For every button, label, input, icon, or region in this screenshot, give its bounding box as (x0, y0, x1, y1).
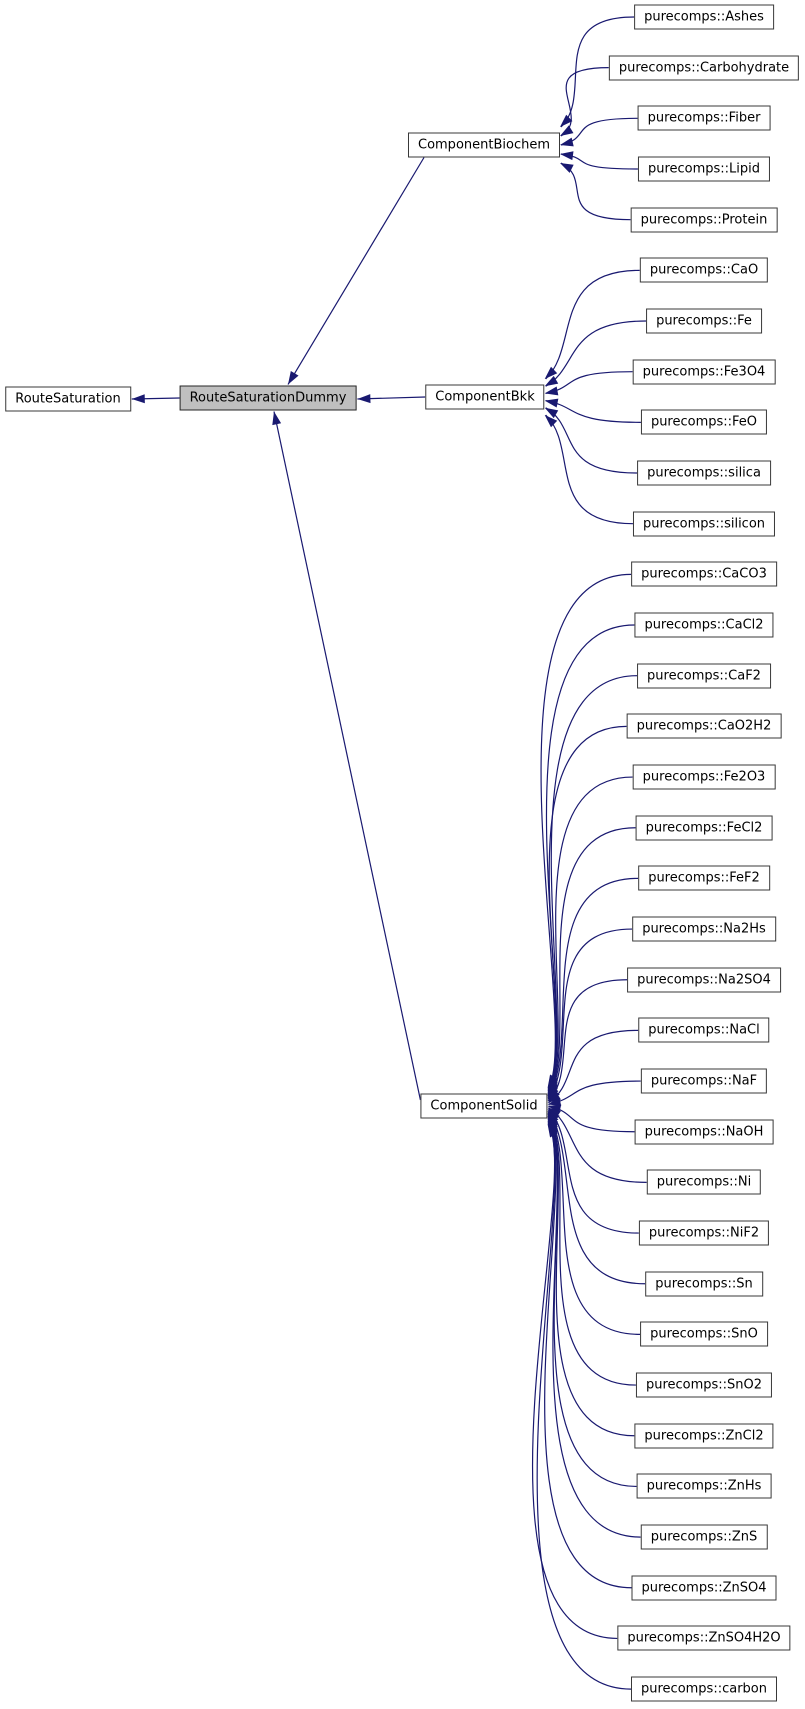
inheritance-arrowhead (544, 407, 559, 419)
class-node-bkk[interactable]: ComponentBkk (425, 384, 545, 410)
inheritance-edge (545, 414, 633, 525)
inheritance-arrowhead (560, 151, 574, 161)
class-node[interactable]: purecomps::ZnSO4 (631, 1575, 777, 1601)
class-node[interactable]: purecomps::NaCl (638, 1017, 770, 1043)
inheritance-arrowhead (288, 371, 299, 385)
inheritance-edge (548, 1112, 641, 1336)
class-node[interactable]: purecomps::ZnS (640, 1524, 768, 1550)
class-node[interactable]: purecomps::SnO2 (635, 1372, 773, 1398)
class-node[interactable]: purecomps::CaCO3 (631, 561, 777, 587)
inheritance-arrowhead (544, 415, 558, 428)
inheritance-arrowhead (544, 386, 559, 396)
class-node[interactable]: purecomps::NiF2 (638, 1220, 770, 1246)
class-node[interactable]: purecomps::NaOH (634, 1119, 774, 1145)
class-node[interactable]: purecomps::ZnCl2 (634, 1423, 774, 1449)
class-node[interactable]: purecomps::silicon (632, 511, 776, 537)
inheritance-edge (273, 411, 422, 1101)
class-node[interactable]: purecomps::CaF2 (637, 663, 771, 689)
class-node[interactable]: purecomps::Na2Hs (632, 916, 776, 942)
class-node[interactable]: purecomps::Fe (646, 308, 762, 334)
class-node[interactable]: purecomps::carbon (630, 1676, 778, 1702)
inheritance-arrowhead (544, 375, 559, 387)
class-node[interactable]: purecomps::ZnHs (636, 1473, 772, 1499)
inheritance-arrowhead (560, 163, 574, 173)
class-node[interactable]: purecomps::Protein (630, 207, 778, 233)
inheritance-edge (548, 1107, 647, 1184)
class-node[interactable]: purecomps::CaCl2 (634, 612, 774, 638)
inheritance-arrowhead (560, 114, 573, 127)
class-node-routesaturationdummy-selected: RouteSaturationDummy (179, 385, 357, 411)
inheritance-edge (545, 624, 635, 1090)
inheritance-edge (545, 269, 640, 380)
inheritance-edge (545, 407, 638, 474)
inheritance-arrowhead (547, 1097, 562, 1107)
class-node[interactable]: purecomps::NaF (640, 1068, 768, 1094)
inheritance-edge (287, 157, 425, 385)
inheritance-arrowhead (544, 398, 559, 408)
class-node[interactable]: purecomps::CaO2H2 (626, 713, 782, 739)
inheritance-edge (544, 1120, 632, 1589)
inheritance-edge (548, 1029, 639, 1104)
class-node[interactable]: purecomps::SnO (640, 1321, 768, 1347)
class-node[interactable]: purecomps::CaO (639, 257, 769, 283)
class-node[interactable]: purecomps::ZnSO4H2O (617, 1625, 791, 1651)
inheritance-edge (548, 928, 633, 1100)
class-node[interactable]: purecomps::Na2SO4 (627, 967, 781, 993)
class-node[interactable]: purecomps::FeCl2 (635, 815, 773, 841)
inheritance-edge (548, 1118, 641, 1538)
inheritance-edge (548, 1113, 636, 1386)
inheritance-arrowhead (357, 394, 371, 404)
class-node[interactable]: purecomps::Lipid (637, 156, 771, 182)
inheritance-arrowhead (544, 366, 558, 379)
inheritance-arrowhead (131, 394, 145, 404)
inheritance-edge (548, 979, 628, 1102)
class-node[interactable]: purecomps::FeO (640, 409, 768, 435)
class-node-biochem[interactable]: ComponentBiochem (407, 132, 561, 158)
inheritance-arrowhead (560, 137, 574, 147)
inheritance-edge (548, 877, 639, 1099)
inheritance-edge (540, 573, 632, 1089)
class-node[interactable]: purecomps::Fiber (637, 105, 771, 131)
class-node[interactable]: purecomps::Sn (645, 1271, 763, 1297)
inheritance-arrowhead (272, 411, 282, 426)
class-node[interactable]: purecomps::Fe3O4 (632, 359, 776, 385)
class-node[interactable]: purecomps::Carbohydrate (608, 55, 800, 81)
class-node[interactable]: purecomps::Ashes (634, 4, 774, 30)
inheritance-edge (548, 1108, 639, 1234)
inheritance-edge (548, 827, 636, 1097)
inheritance-edge (548, 1110, 646, 1285)
inheritance-edge (548, 776, 633, 1095)
class-node-solid[interactable]: ComponentSolid (420, 1093, 548, 1119)
inheritance-arrowhead (547, 1124, 558, 1138)
class-node[interactable]: purecomps::silica (637, 460, 771, 486)
class-node[interactable]: purecomps::Fe2O3 (632, 764, 776, 790)
class-node-routesaturation[interactable]: RouteSaturation (5, 386, 131, 412)
inheritance-arrowhead (547, 1088, 560, 1102)
inheritance-edge (548, 725, 627, 1094)
class-node[interactable]: purecomps::FeF2 (638, 865, 770, 891)
inheritance-edge (548, 1115, 635, 1437)
class-node[interactable]: purecomps::Ni (646, 1169, 762, 1195)
inheritance-arrowhead (560, 125, 574, 136)
inheritance-edge (536, 1123, 631, 1690)
inheritance-edge (545, 320, 647, 387)
